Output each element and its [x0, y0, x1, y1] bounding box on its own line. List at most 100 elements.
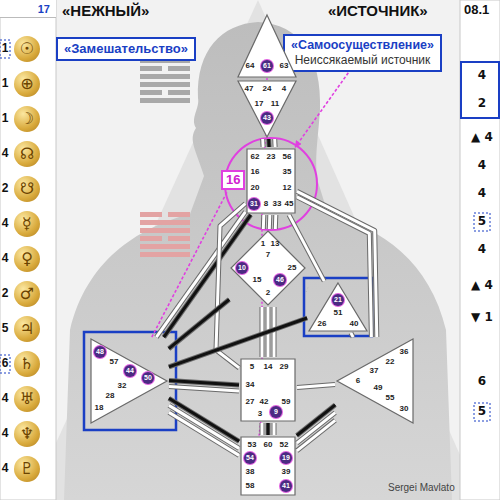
channel-fill [169, 387, 239, 392]
hexagram-bar [140, 66, 162, 71]
sacral-center: 514293427425939 [240, 358, 296, 422]
gate-number: 58 [246, 482, 255, 490]
callout-box: «Самоосуществление»Неиссякаемый источник [283, 34, 442, 72]
callout-box: «Замешательство» [56, 37, 196, 61]
gate-number: 29 [280, 363, 289, 371]
dashed-mark [474, 403, 490, 421]
channel-fill [268, 215, 272, 229]
line-number: 1 [2, 77, 9, 90]
channel-fill [169, 300, 229, 349]
line-number: 5 [478, 405, 486, 418]
line-number: ▲ 4 [471, 131, 493, 144]
channel-fill [351, 333, 353, 337]
gate-number: 45 [285, 200, 294, 208]
gate-number: 16 [251, 168, 260, 176]
gate-number: 5 [250, 363, 254, 371]
gate-number: 24 [263, 85, 272, 93]
gate-number: 39 [282, 468, 291, 476]
gate-number: 27 [246, 398, 255, 406]
planet-symbol: ♇ [14, 456, 40, 482]
planet-symbol: ♅ [14, 386, 40, 412]
gate-number: 60 [264, 441, 273, 449]
dashed-mark [0, 355, 10, 373]
callout-text: Неиссякаемый источник [291, 53, 434, 68]
planet-symbol: ♃ [14, 316, 40, 342]
gate-number: 40 [350, 320, 359, 328]
active-gate-number: 21 [332, 294, 344, 306]
channel [169, 405, 239, 448]
gate-number: 38 [246, 468, 255, 476]
planet-symbol: ♀ [14, 246, 40, 272]
channel-fill [261, 139, 264, 147]
callout-heading: «Замешательство» [64, 41, 188, 57]
channel-outline [273, 215, 279, 229]
line-number: 2 [478, 97, 486, 110]
hexagram-bar [140, 228, 190, 233]
gate-number: 57 [110, 358, 119, 366]
gate-number: 35 [283, 168, 292, 176]
channel-outline [266, 423, 271, 435]
line-number: 2 [2, 287, 9, 300]
channel-outline [260, 139, 265, 147]
channel [262, 139, 263, 147]
active-gate-number: 9 [270, 406, 282, 418]
center-outline [238, 81, 296, 137]
gate-number: 28 [106, 392, 115, 400]
channel-outline [304, 287, 309, 292]
pointer-line [295, 73, 348, 147]
line-number: 1 [2, 112, 9, 125]
hexagram-bar [140, 220, 190, 225]
head-center: 646163 [237, 14, 297, 78]
channel [169, 387, 239, 392]
gate-number: 20 [251, 184, 260, 192]
hexagram-bar [168, 236, 190, 241]
body-silhouette [64, 22, 452, 500]
channel-outline [297, 405, 335, 436]
gate-number: 2 [266, 289, 270, 297]
channel-outline [272, 139, 277, 147]
center-outline [231, 231, 305, 305]
gate-number: 49 [374, 384, 383, 392]
line-number: 4 [478, 187, 486, 200]
hexagram-bar [168, 212, 190, 217]
channel-outline [351, 333, 353, 337]
callout-heading: 16 [226, 172, 240, 188]
planet-symbol: ⊕ [14, 71, 40, 97]
gate-number: 33 [273, 200, 282, 208]
channel-fill [297, 197, 372, 337]
center-outline [247, 149, 295, 213]
gate-number: 42 [260, 398, 269, 406]
gate-number: 14 [264, 363, 273, 371]
hexagram-bar [140, 212, 162, 217]
hexagram-bars [140, 58, 190, 257]
light-triangle [30, 0, 480, 500]
gate-number: 23 [267, 153, 276, 161]
channel-outline [169, 387, 239, 392]
channel-fill [267, 139, 270, 147]
gate-number: 6 [356, 377, 360, 385]
center-outline [241, 437, 295, 495]
hexagram-bar [168, 90, 190, 95]
ajna-center: 47244171143 [237, 80, 297, 138]
gate-number: 15 [253, 276, 262, 284]
channel [274, 139, 275, 147]
gate-number: 32 [118, 382, 127, 390]
channel [262, 423, 263, 435]
gate-number: 51 [334, 309, 343, 317]
center-outline [337, 339, 413, 423]
line-number: 5 [2, 322, 9, 335]
channel-outline [169, 381, 239, 386]
hexagram-bar [140, 74, 190, 79]
channel-fill [156, 212, 245, 337]
active-gate-number: 31 [248, 198, 260, 210]
heading: «ИСТОЧНИК» [328, 3, 428, 20]
active-gate-number: 50 [142, 372, 154, 384]
active-gate-number: 61 [261, 60, 273, 72]
line-number: 4 [478, 159, 486, 172]
channel-outline [297, 197, 372, 337]
channel-outline [297, 191, 377, 337]
center-outline [238, 15, 296, 77]
planet-symbol: ☋ [14, 176, 40, 202]
planet-symbol: ♂ [14, 281, 40, 307]
left-panel [0, 0, 56, 500]
